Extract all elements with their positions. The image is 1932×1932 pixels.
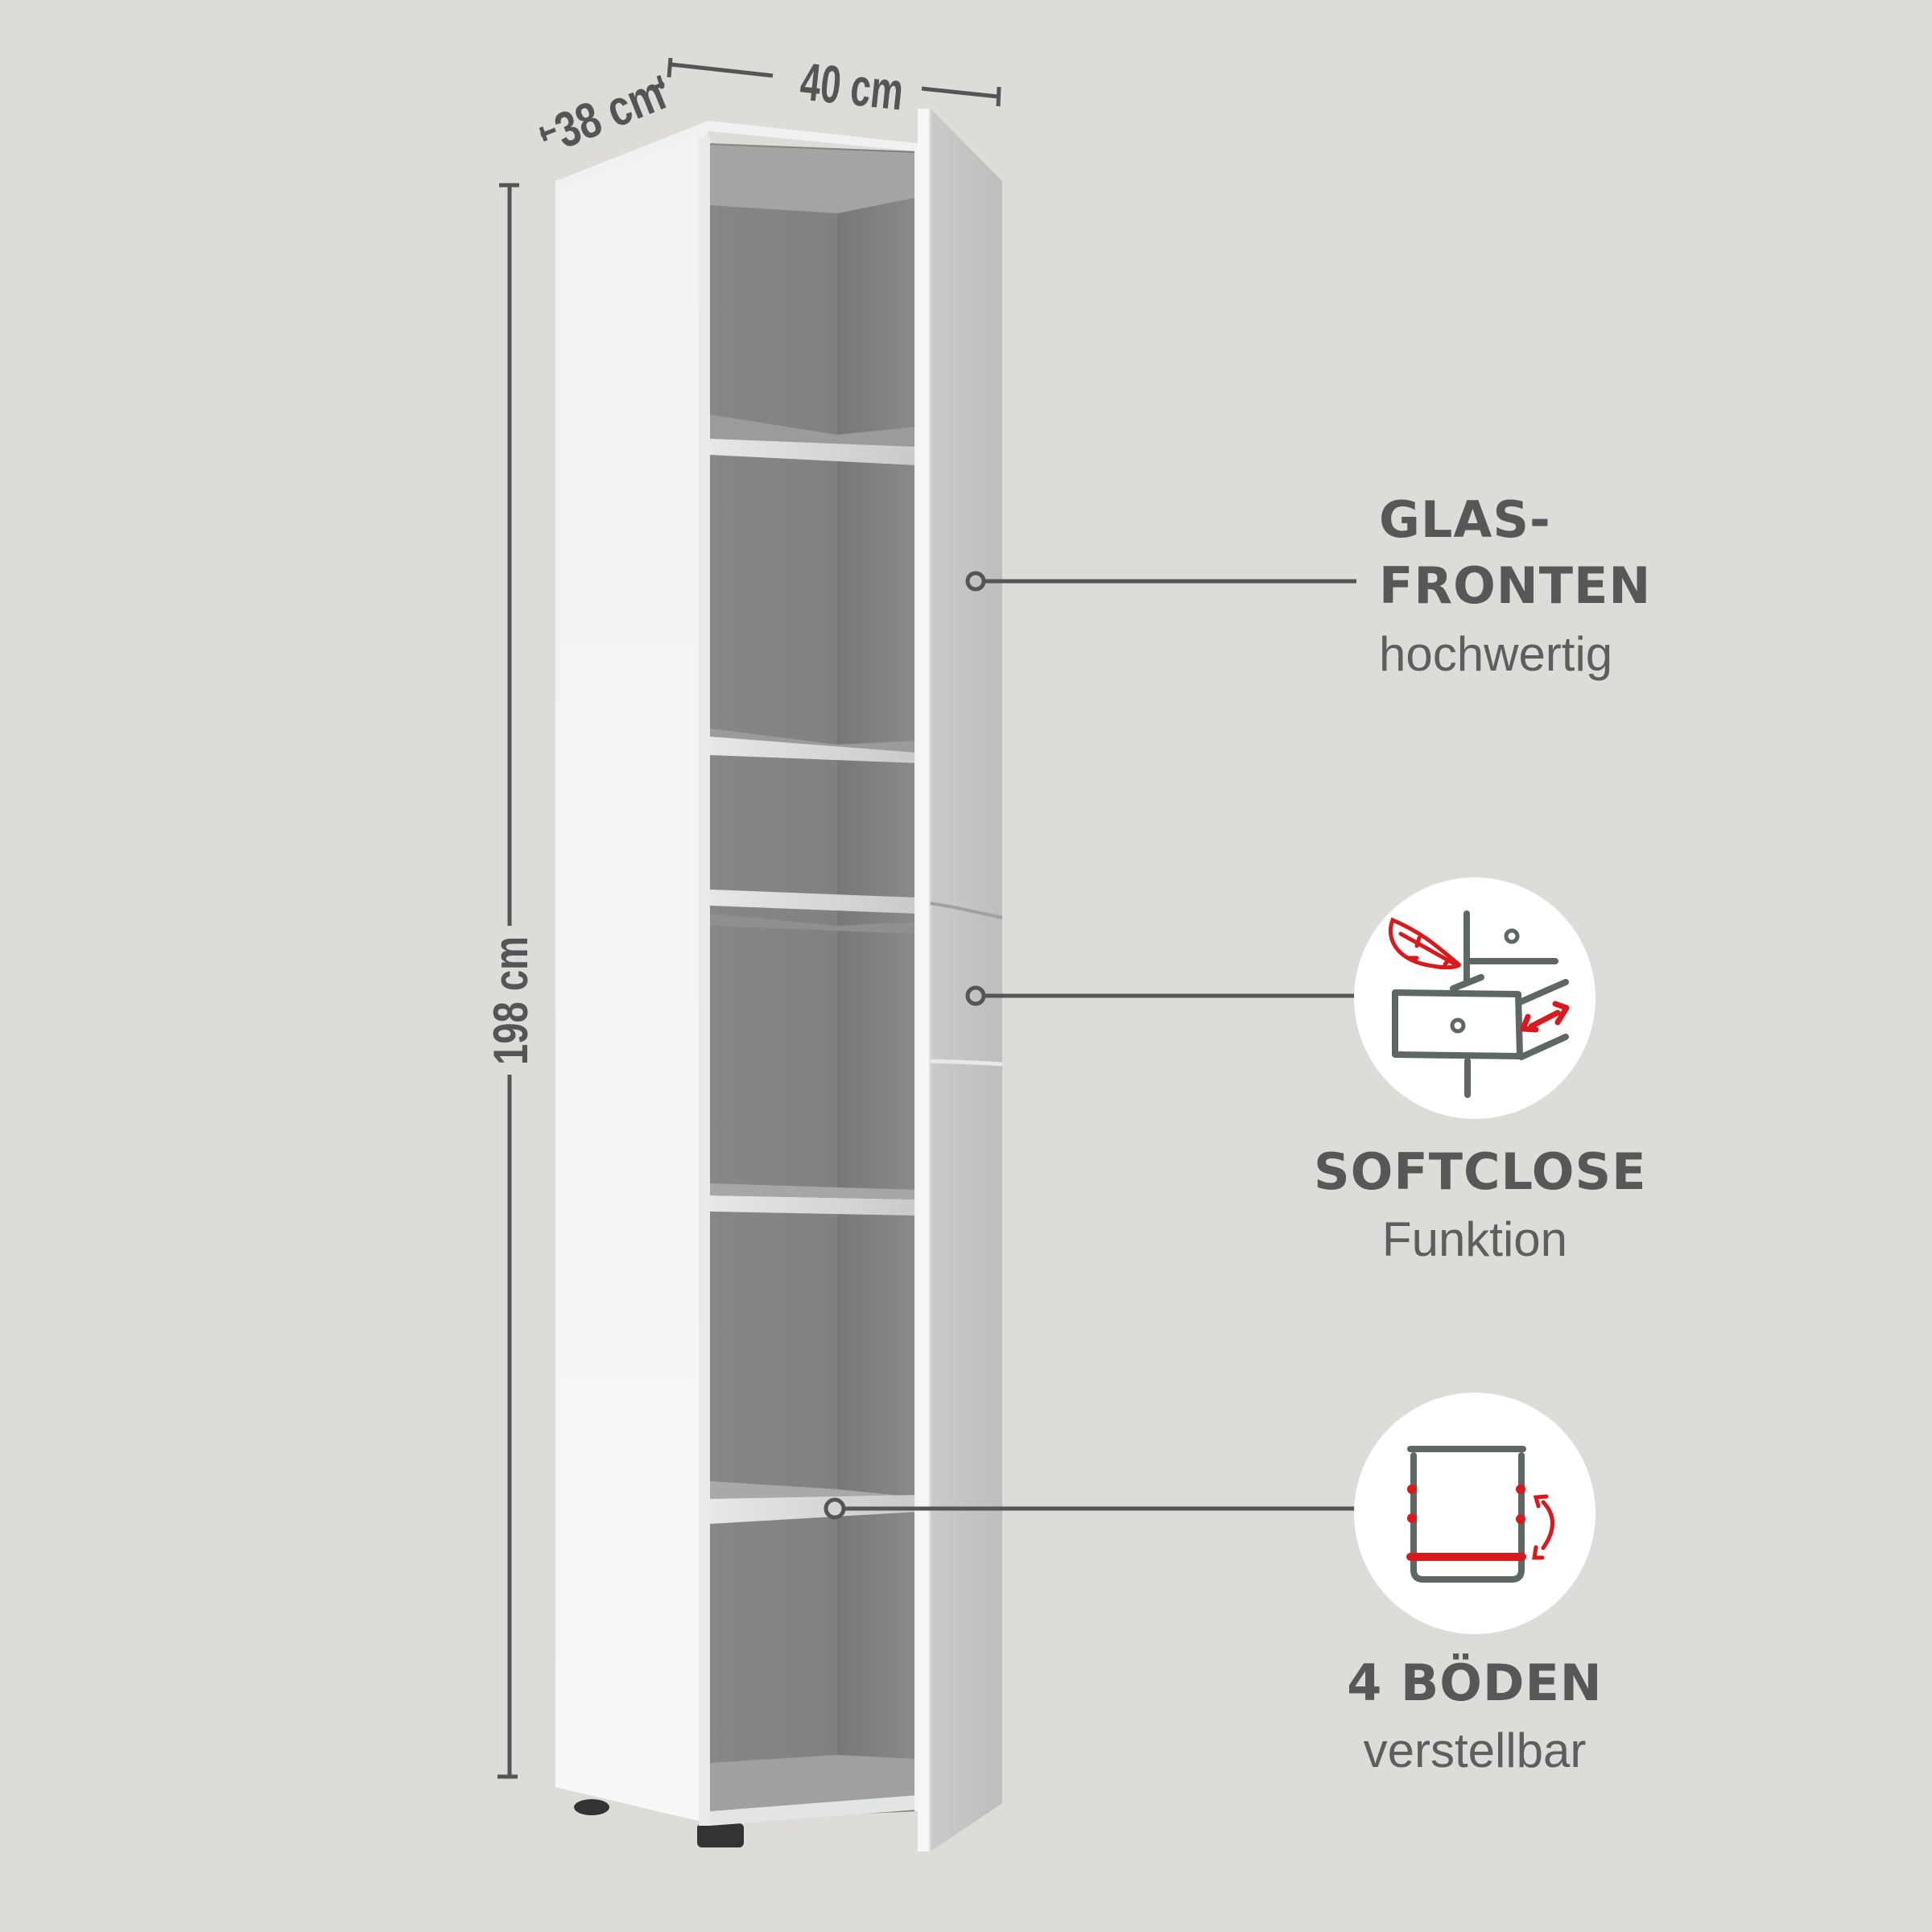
shelf-1 bbox=[710, 415, 918, 465]
callout-dot bbox=[824, 1497, 846, 1520]
glass-door bbox=[918, 109, 1003, 1852]
shelf-2 bbox=[710, 729, 918, 763]
shelf-4 bbox=[710, 1183, 918, 1216]
cabinet-foot-front bbox=[697, 1823, 744, 1847]
feature-glass-fronts-title-line1: GLAS- bbox=[1379, 490, 1551, 549]
feature-glass-fronts-subtitle: hochwertig bbox=[1379, 627, 1613, 681]
cabinet-foot-back bbox=[574, 1799, 609, 1815]
cabinet-ceiling bbox=[710, 145, 918, 213]
callout-shelves bbox=[824, 1497, 1356, 1520]
callout-dot bbox=[965, 571, 986, 592]
feature-softclose-subtitle: Funktion bbox=[1381, 1212, 1568, 1266]
feature-glass-fronts-title-line2: FRONTEN bbox=[1379, 556, 1652, 615]
dimension-depth bbox=[539, 75, 665, 142]
dimension-height-label: 198 cm bbox=[484, 936, 538, 1065]
softclose-hinge-feather-icon bbox=[1354, 877, 1596, 1119]
feature-shelves-subtitle: verstellbar bbox=[1363, 1724, 1587, 1777]
dimension-width-label: 40 cm bbox=[798, 52, 906, 122]
feature-softclose-title: SOFTCLOSE bbox=[1314, 1142, 1647, 1201]
callout-softclose bbox=[965, 985, 1356, 1006]
feature-shelves-title: 4 BÖDEN bbox=[1347, 1653, 1603, 1712]
callout-dot bbox=[965, 985, 986, 1006]
cabinet-side-panel bbox=[555, 131, 708, 1823]
shelf-3 bbox=[710, 890, 918, 934]
cabinet-interior-right bbox=[837, 197, 918, 1803]
dimension-width bbox=[667, 57, 1001, 107]
cabinet bbox=[555, 109, 1003, 1852]
cabinet-top bbox=[555, 121, 918, 191]
cabinet-front-edge-left bbox=[699, 137, 710, 1826]
dimension-height bbox=[497, 183, 519, 1779]
shelf-5 bbox=[710, 1481, 918, 1524]
callout-glass-fronts bbox=[965, 571, 1356, 592]
adjustable-shelf-icon bbox=[1354, 1393, 1596, 1634]
